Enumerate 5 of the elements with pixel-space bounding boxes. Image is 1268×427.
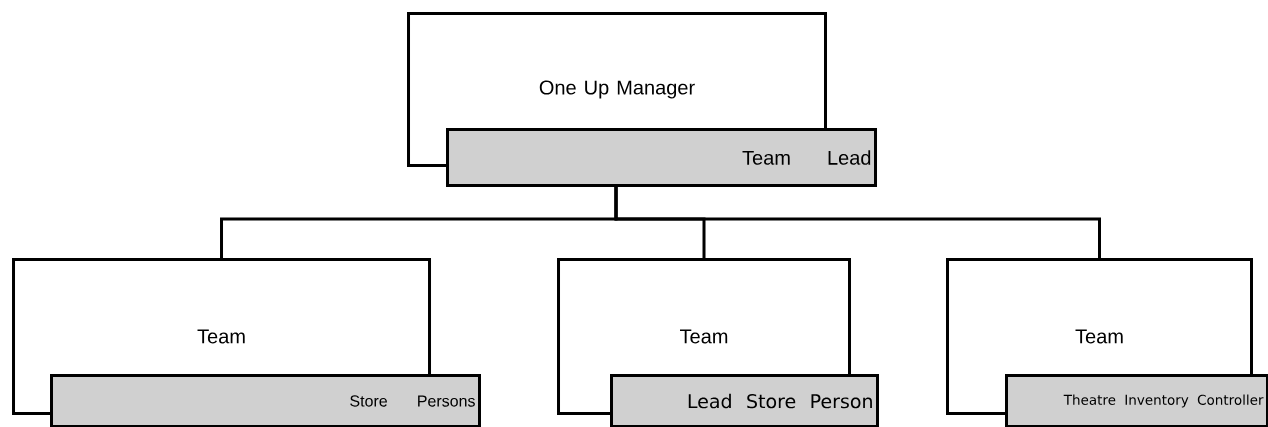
connector [614,185,1101,260]
name-tab: Theatre Inventory Controller [1005,374,1268,427]
name-tab: Lead Store Person [610,374,879,427]
name-tab: Team Lead [446,128,877,187]
name-tab: Store Persons [50,374,481,427]
